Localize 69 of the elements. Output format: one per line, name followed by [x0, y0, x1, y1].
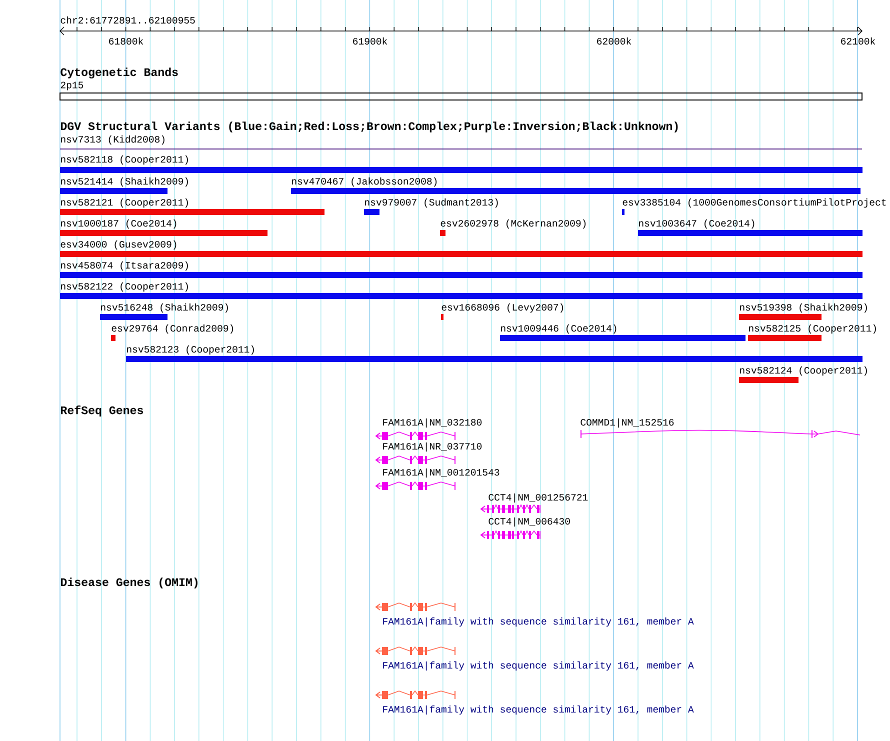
node-label: FAM161A|NM_032180 — [383, 418, 482, 428]
variant-bar: nsv1009446 (Coe2014) — [500, 324, 746, 341]
node-label: nsv582118 (Cooper2011) — [61, 155, 188, 165]
node-label: esv2602978 (McKernan2009) — [440, 219, 586, 229]
variant-bar: nsv582125 (Cooper2011) — [748, 324, 876, 341]
track-title: Disease Genes (OMIM) — [60, 578, 198, 588]
gene-model: COMMD1|NM_152516 — [580, 418, 860, 438]
gene-model: FAM161A|NM_001201543 — [375, 468, 500, 490]
position-label: chr2:61772891..62100955 — [60, 16, 195, 24]
gene-model: FAM161A|family with sequence similarity 161, member A — [375, 646, 694, 671]
gene-model: CCT4|NM_001256721 — [480, 493, 588, 514]
node-label: esv1668096 (Levy2007) — [442, 303, 564, 313]
tick-label: 61800k — [109, 37, 144, 45]
gene-model: CCT4|NM_006430 — [480, 517, 570, 540]
variant-bar: nsv582122 (Cooper2011) — [60, 282, 863, 299]
variant-bar: nsv979007 (Sudmant2013) — [364, 198, 498, 215]
variant-bar: nsv470467 (Jakobsson2008) — [291, 177, 861, 194]
node-label: nsv516248 (Shaikh2009) — [101, 303, 228, 313]
variant-line: nsv7313 (Kidd2008) — [60, 135, 863, 150]
node-label: CCT4|NM_006430 — [488, 517, 570, 527]
track-title: DGV Structural Variants (Blue:Gain;Red:Loss;Brown:Complex;Purple:Inversion;Black:Unknown) — [60, 122, 678, 132]
variant-bar: nsv1000187 (Coe2014) — [60, 219, 268, 236]
node-label: nsv519398 (Shaikh2009) — [740, 303, 867, 313]
node-label: nsv1003647 (Coe2014) — [639, 219, 754, 229]
node-label: nsv521414 (Shaikh2009) — [61, 177, 188, 187]
node-label: FAM161A|NM_001201543 — [383, 468, 500, 478]
variant-bar: nsv582123 (Cooper2011) — [126, 345, 863, 362]
gene-model: FAM161A|NM_032180 — [375, 418, 482, 440]
node-label: CCT4|NM_001256721 — [488, 493, 588, 503]
node-label: FAM161A|NR_037710 — [383, 442, 482, 452]
node-label: nsv470467 (Jakobsson2008) — [292, 177, 437, 187]
node-label: nsv458074 (Itsara2009) — [61, 261, 188, 271]
tick-label: 62000k — [597, 37, 632, 45]
node-label: nsv1009446 (Coe2014) — [501, 324, 616, 334]
node-label: nsv1000187 (Coe2014) — [61, 219, 176, 229]
node-label: FAM161A|family with sequence similarity 161, member A — [383, 617, 694, 627]
variant-bar: nsv521414 (Shaikh2009) — [60, 177, 188, 194]
variant-bar: nsv582124 (Cooper2011) — [739, 366, 867, 383]
tick-label: 61900k — [353, 37, 388, 45]
variant-bar: nsv582121 (Cooper2011) — [60, 198, 324, 215]
node-label: nsv582121 (Cooper2011) — [61, 198, 188, 208]
node-label: esv3385104 (1000GenomesConsortiumPilotProject — [622, 198, 886, 208]
chromosome-band: 2p15 — [60, 82, 863, 100]
node-label: nsv582123 (Cooper2011) — [127, 345, 254, 355]
gene-model: FAM161A|NR_037710 — [375, 442, 482, 464]
gene-model: FAM161A|family with sequence similarity 161, member A — [375, 602, 694, 627]
variant-bar: esv3385104 (1000GenomesConsortiumPilotProject — [622, 198, 886, 215]
variant-bar: nsv516248 (Shaikh2009) — [100, 303, 228, 320]
variant-bar: esv1668096 (Levy2007) — [441, 303, 564, 320]
node-label: nsv582122 (Cooper2011) — [61, 282, 188, 292]
node-label: nsv582125 (Cooper2011) — [749, 324, 876, 334]
variant-bar: nsv1003647 (Coe2014) — [638, 219, 863, 236]
variant-bar: esv34000 (Gusev2009) — [60, 240, 863, 257]
gene-model: FAM161A|family with sequence similarity 161, member A — [375, 690, 694, 715]
tick-label: 62100k — [841, 37, 876, 45]
variant-bar: nsv582118 (Cooper2011) — [60, 155, 863, 173]
node-label: esv29764 (Conrad2009) — [112, 324, 234, 334]
node-label: FAM161A|family with sequence similarity 161, member A — [383, 705, 694, 715]
variant-bar: esv2602978 (McKernan2009) — [440, 219, 586, 236]
node-label: 2p15 — [60, 82, 84, 90]
node-label: esv34000 (Gusev2009) — [60, 240, 176, 250]
node-label: nsv582124 (Cooper2011) — [740, 366, 867, 376]
node-label: nsv979007 (Sudmant2013) — [365, 198, 498, 208]
variant-bar: nsv458074 (Itsara2009) — [60, 261, 863, 278]
variant-bar: esv29764 (Conrad2009) — [111, 324, 234, 341]
variant-bar: nsv519398 (Shaikh2009) — [739, 303, 867, 320]
track-title: RefSeq Genes — [60, 406, 144, 416]
node-label: FAM161A|family with sequence similarity 161, member A — [383, 661, 694, 671]
track-title: Cytogenetic Bands — [60, 68, 178, 78]
